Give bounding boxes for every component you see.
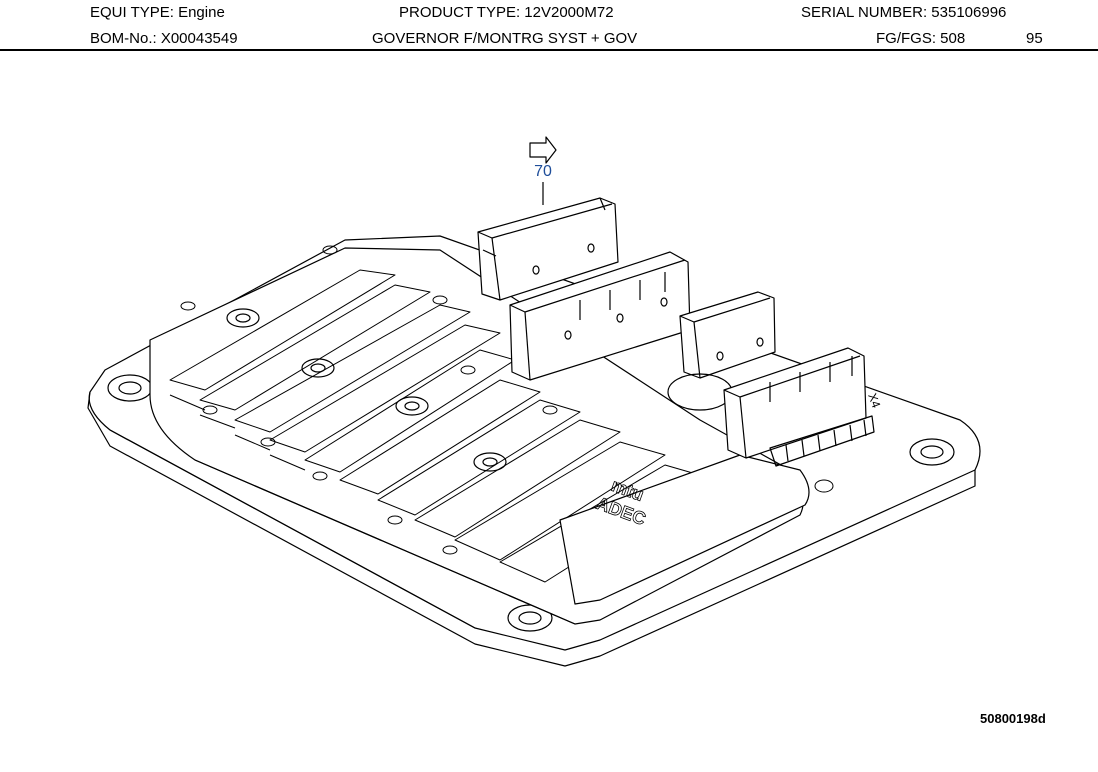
connector-x4 <box>723 347 875 467</box>
header-fg-fgs: FG/FGS: 508 <box>876 30 966 47</box>
header-product-type: PRODUCT TYPE: 12V2000M72 <box>399 4 614 21</box>
header-page-number: 95 <box>1026 30 1043 47</box>
housing-boss-4 <box>473 452 507 472</box>
connector-small <box>667 291 776 411</box>
drawing-number: 50800198d <box>980 711 1046 726</box>
callout-number[interactable]: 70 <box>534 163 552 180</box>
housing-pin <box>180 245 834 555</box>
header-rule <box>0 49 1098 51</box>
header-bom-no: BOM-No.: X00043549 <box>90 30 238 47</box>
header-equi-type: EQUI TYPE: Engine <box>90 4 225 21</box>
header-description: GOVERNOR F/MONTRG SYST + GOV <box>372 30 638 47</box>
mounting-hole-right <box>909 438 955 466</box>
connector-70 <box>477 197 619 301</box>
header-serial-number: SERIAL NUMBER: 535106996 <box>801 4 1007 21</box>
housing-boss-1 <box>226 308 260 328</box>
housing-boss-2 <box>301 358 335 378</box>
connector-marking-x4: X4 <box>865 391 883 410</box>
label-plate <box>559 454 810 605</box>
housing-boss-3 <box>395 396 429 416</box>
callout-arrow <box>529 136 557 164</box>
pin-header <box>769 415 875 467</box>
